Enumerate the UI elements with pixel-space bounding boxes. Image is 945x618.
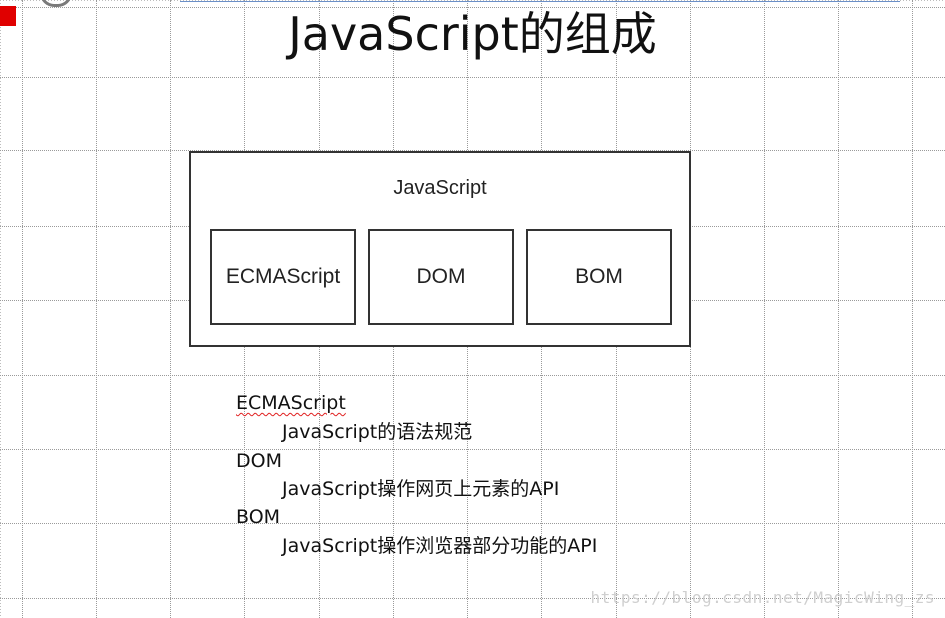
bom-box: BOM xyxy=(526,229,672,325)
grid-line xyxy=(912,0,913,618)
term-dom: DOM xyxy=(236,450,282,472)
detail-dom: JavaScript操作网页上元素的API xyxy=(282,478,560,500)
grid-line xyxy=(22,0,23,618)
term-ecmascript: ECMAScript xyxy=(236,392,346,414)
grid-line xyxy=(96,0,97,618)
top-rule xyxy=(180,1,900,2)
javascript-container-label: JavaScript xyxy=(393,177,487,199)
dom-box: DOM xyxy=(368,229,514,325)
grid-line xyxy=(764,0,765,618)
grid-line xyxy=(0,523,945,524)
term-bom: BOM xyxy=(236,506,281,528)
dom-box-label: DOM xyxy=(416,265,466,288)
grid-line xyxy=(170,0,171,618)
detail-bom: JavaScript操作浏览器部分功能的API xyxy=(282,535,598,557)
ecmascript-box-label: ECMAScript xyxy=(225,265,341,288)
grid-line xyxy=(0,375,945,376)
grid-line xyxy=(0,449,945,450)
page-title: JavaScript的组成 xyxy=(288,7,657,61)
grid-line xyxy=(0,77,945,78)
ecmascript-box: ECMAScript xyxy=(210,229,356,325)
detail-ecmascript: JavaScript的语法规范 xyxy=(282,421,473,443)
grid-line xyxy=(838,0,839,618)
red-corner-marker xyxy=(0,6,16,26)
watermark-text: https://blog.csdn.net/MagicWing_zs xyxy=(590,588,935,607)
bom-box-label: BOM xyxy=(575,265,623,288)
